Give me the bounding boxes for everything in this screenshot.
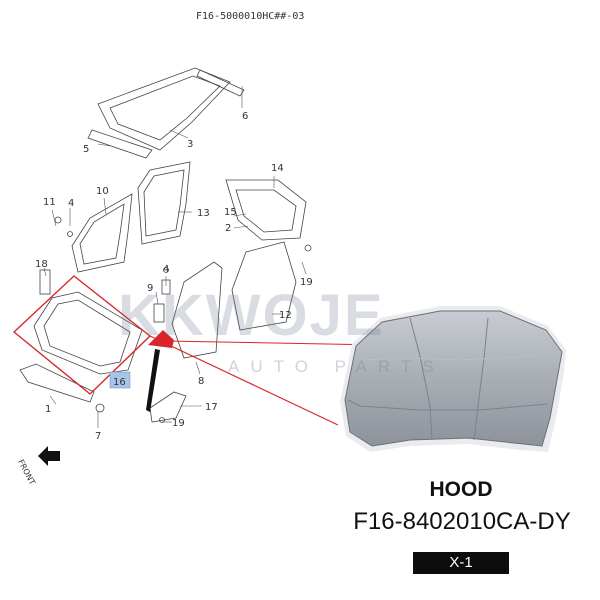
roof-bow-rear [196,69,245,97]
callout-13: 13 [197,208,210,219]
diagram-code: F16-5000010HC##-03 [196,11,305,22]
front-arrow-icon [38,446,60,466]
callout-3: 3 [187,139,193,150]
front-crossmember [19,363,95,403]
watermark-subtitle: AUTO PARTS [228,357,445,376]
callout-14: 14 [271,163,284,174]
callout-18: 18 [35,259,48,270]
rear-door-outer [231,241,297,331]
callout-16: 16 [113,377,126,388]
part-name: HOOD [429,478,493,501]
callout-7: 7 [95,431,101,442]
front-door-outer [171,261,223,359]
callout-16-highlight [109,371,131,389]
rear-door-frame [137,161,191,245]
callout-5: 5 [83,144,89,155]
callout-6: 6 [242,111,248,122]
roof-bow-front [87,129,153,159]
callout-17: 17 [205,402,218,413]
callout-8: 8 [198,376,204,387]
hinge-parts [39,216,312,423]
leader-lines [43,86,307,428]
tailgate [225,179,307,241]
callout-4a: 4 [68,198,74,209]
callout-9: 9 [147,283,153,294]
callout-19b: 19 [172,418,185,429]
callout-11: 11 [43,197,56,208]
roof-panel [97,67,231,151]
variant-badge: X-1 [413,552,509,574]
callout-4b: 4 [163,264,169,275]
part-number: F16-8402010CA-DY [353,508,571,535]
watermark-brand: KKWOJE [118,283,385,348]
hood-highlight-frame [12,275,381,426]
callout-1: 1 [45,404,51,415]
callout-12: 12 [279,310,292,321]
hood-product-image [340,306,566,452]
callout-2: 2 [225,223,231,234]
callout-15: 15 [224,207,237,218]
callout-10: 10 [96,186,109,197]
front-door-frame [71,193,133,273]
callout-19a: 19 [300,277,313,288]
